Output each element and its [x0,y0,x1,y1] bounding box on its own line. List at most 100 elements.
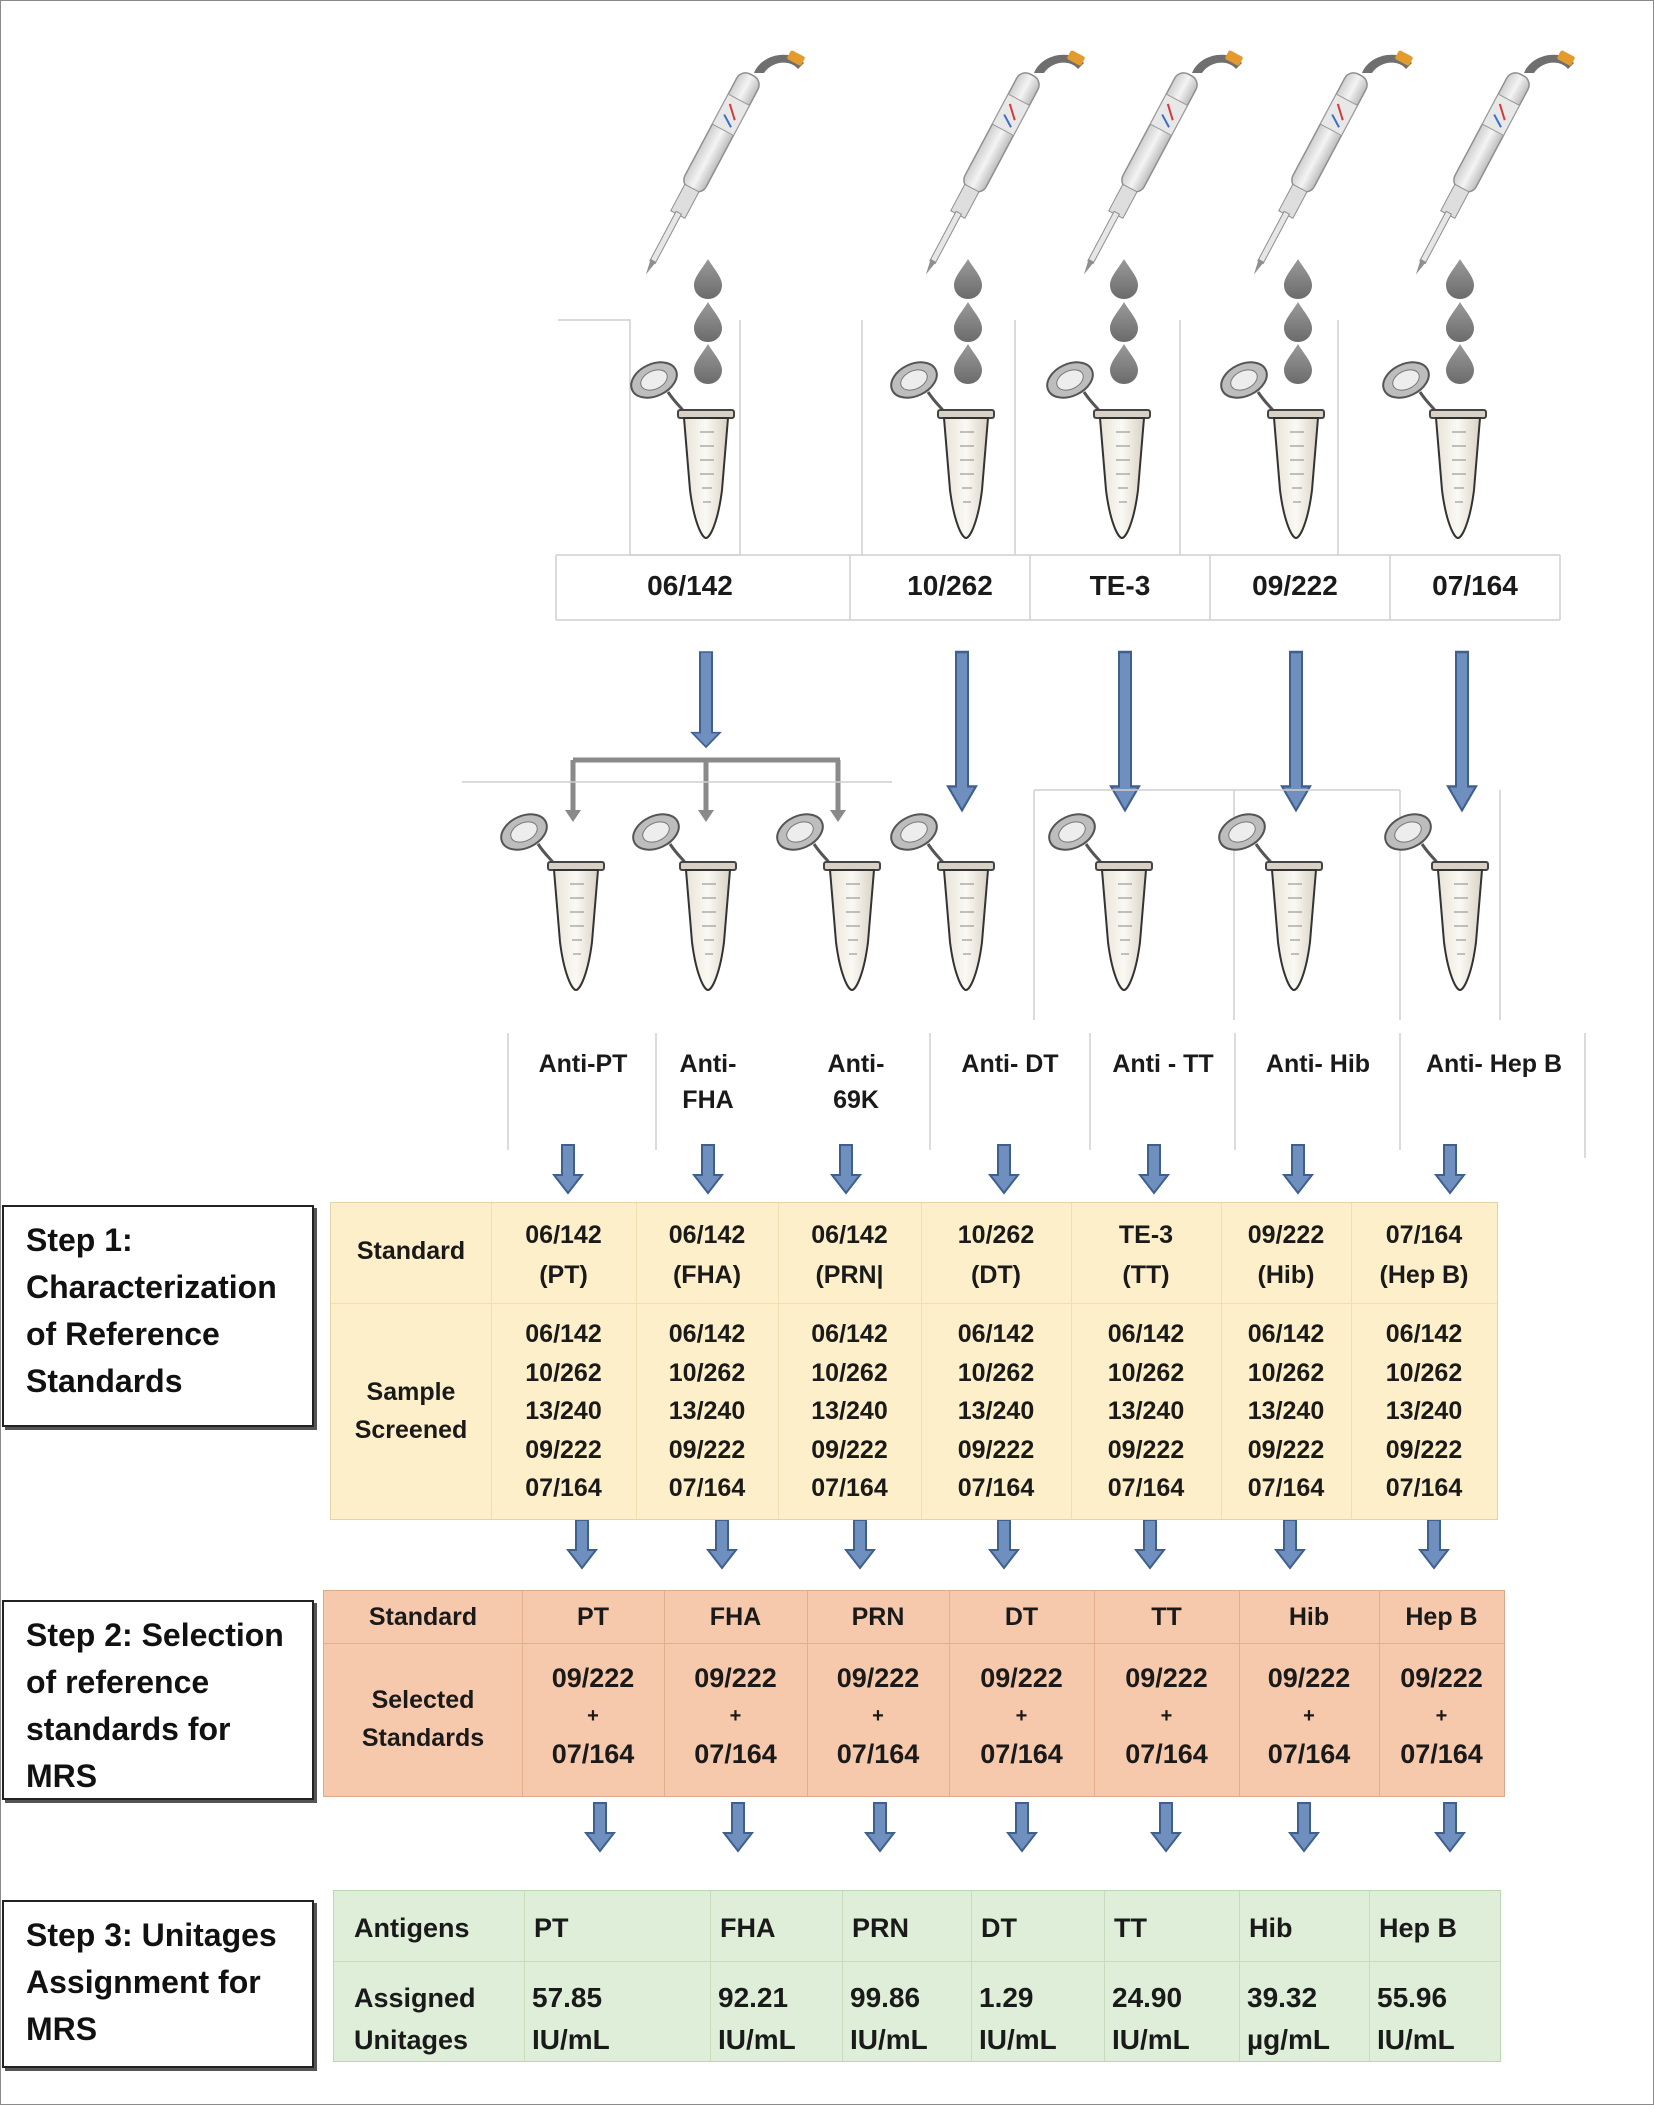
sample-id: 13/240 [957,1397,1035,1425]
grid-line [1071,1203,1072,1519]
sample-id: 07/164 [525,1474,602,1502]
grid-line [1221,1203,1222,1519]
unitage-unit: µg/mL [1247,2024,1331,2055]
standard-cell: 09/222(Hib) [1221,1215,1351,1295]
antibody-label: Anti- Hep B [1425,1050,1563,1078]
source-label: 09/222 [1252,570,1338,601]
sample-id: 10/262 [1107,1358,1185,1387]
unitage-value: 99.86 [850,1982,921,2013]
selected-id: 07/164 [1125,1739,1208,1769]
antigen-cell: Hep B [1379,1913,1458,1943]
antibody-label: Anti-PT [538,1050,628,1078]
grid-line [324,1643,1504,1644]
selected-id: 09/222 [980,1663,1063,1693]
unitage-unit: IU/mL [532,2024,610,2055]
grid-line [334,1961,1500,1962]
droplet-icon [954,259,982,384]
step-title-line: of Reference [26,1316,220,1352]
step-title-line: standards for [26,1711,231,1747]
down-arrow-icon [1109,650,1141,812]
antibody-label: Anti- DT [961,1050,1059,1078]
droplet-icon [1110,259,1138,384]
sample-id: 10/262 [668,1358,746,1387]
antibody-label: Anti-FHA [679,1050,737,1114]
sample-id: 13/240 [668,1397,746,1425]
sample-id: 13/240 [1385,1397,1463,1425]
plus-sign: + [1015,1705,1028,1727]
selected-id: 09/222 [1267,1663,1351,1693]
selected-id: 07/164 [1400,1739,1483,1769]
grid-line [331,1303,1497,1304]
selected-standards-cell: 09/222+07/164 [949,1659,1094,1773]
sample-id: 07/164 [811,1474,888,1502]
tube-icon [1377,805,1490,992]
down-arrow-icon [1151,1802,1181,1852]
selected-id: 07/164 [694,1739,777,1769]
selected-standards-cell: 09/222+07/164 [1094,1659,1239,1773]
grid-line [1369,1891,1370,2061]
standard-cell: 10/262(DT) [921,1215,1071,1295]
grid-line [842,1891,843,2061]
selected-id: 09/222 [551,1663,635,1693]
antigen-cell: DT [981,1913,1017,1943]
standard-antigen: (Hep B) [1379,1261,1469,1289]
step-title-line: Standards [26,1363,183,1399]
sample-id: 10/262 [811,1358,888,1387]
row-label-line: Assigned [354,1983,476,2013]
standard-id: 06/142 [668,1221,746,1249]
down-arrow-icon [946,650,978,812]
down-arrow-icon [693,1144,723,1194]
sample-id: 06/142 [525,1320,602,1348]
source-label: 06/142 [647,570,733,601]
step-title-line: Assignment for [26,1964,261,2000]
source-label: TE-3 [1089,570,1151,601]
pipette-icon [1404,48,1577,282]
unitage-unit: IU/mL [979,2024,1057,2055]
sample-id: 10/262 [525,1358,602,1387]
sample-id: 10/262 [1247,1358,1325,1387]
down-arrow-icon [831,1144,861,1194]
standard-cell: 07/164(Hep B) [1351,1215,1497,1295]
down-arrow-icon [1435,1144,1465,1194]
grid-line [1104,1891,1105,2061]
tube-icon [625,805,738,992]
step3-title-box: Step 3: Unitages Assignment for MRS [2,1900,314,2068]
unitage-value: 57.85 [532,1982,603,2013]
tube-icon [623,353,736,540]
sample-id: 13/240 [525,1397,602,1425]
antigen-cell: PT [534,1913,569,1943]
down-arrow-icon [845,1519,875,1569]
droplet-icon [1284,259,1312,384]
antibody-label: Anti- Hib [1265,1050,1371,1078]
sample-id: 06/142 [957,1320,1035,1348]
plus-sign: + [1160,1705,1173,1727]
down-arrow-icon [567,1519,597,1569]
pipette-icon [1072,48,1245,282]
grid-line [710,1891,711,2061]
row-label-line: Standards [361,1724,485,1752]
standard-antigen: (PRN| [815,1261,884,1289]
sample-id: 09/222 [1107,1435,1185,1464]
standard-cell: 06/142(FHA) [636,1215,778,1295]
droplet-icon [694,259,722,384]
down-arrow-icon [723,1802,753,1852]
down-arrow-icon [691,651,721,749]
standard-cell: TE-3(TT) [1071,1215,1221,1295]
row-label-line: Screened [354,1416,468,1444]
down-arrow-icon [1275,1519,1305,1569]
unitage-unit: IU/mL [718,2024,796,2055]
down-arrow-icon [1135,1519,1165,1569]
selected-id: 09/222 [836,1663,920,1693]
antigen-cell: Hib [1249,1913,1293,1943]
standard-cell: PRN [851,1603,905,1631]
